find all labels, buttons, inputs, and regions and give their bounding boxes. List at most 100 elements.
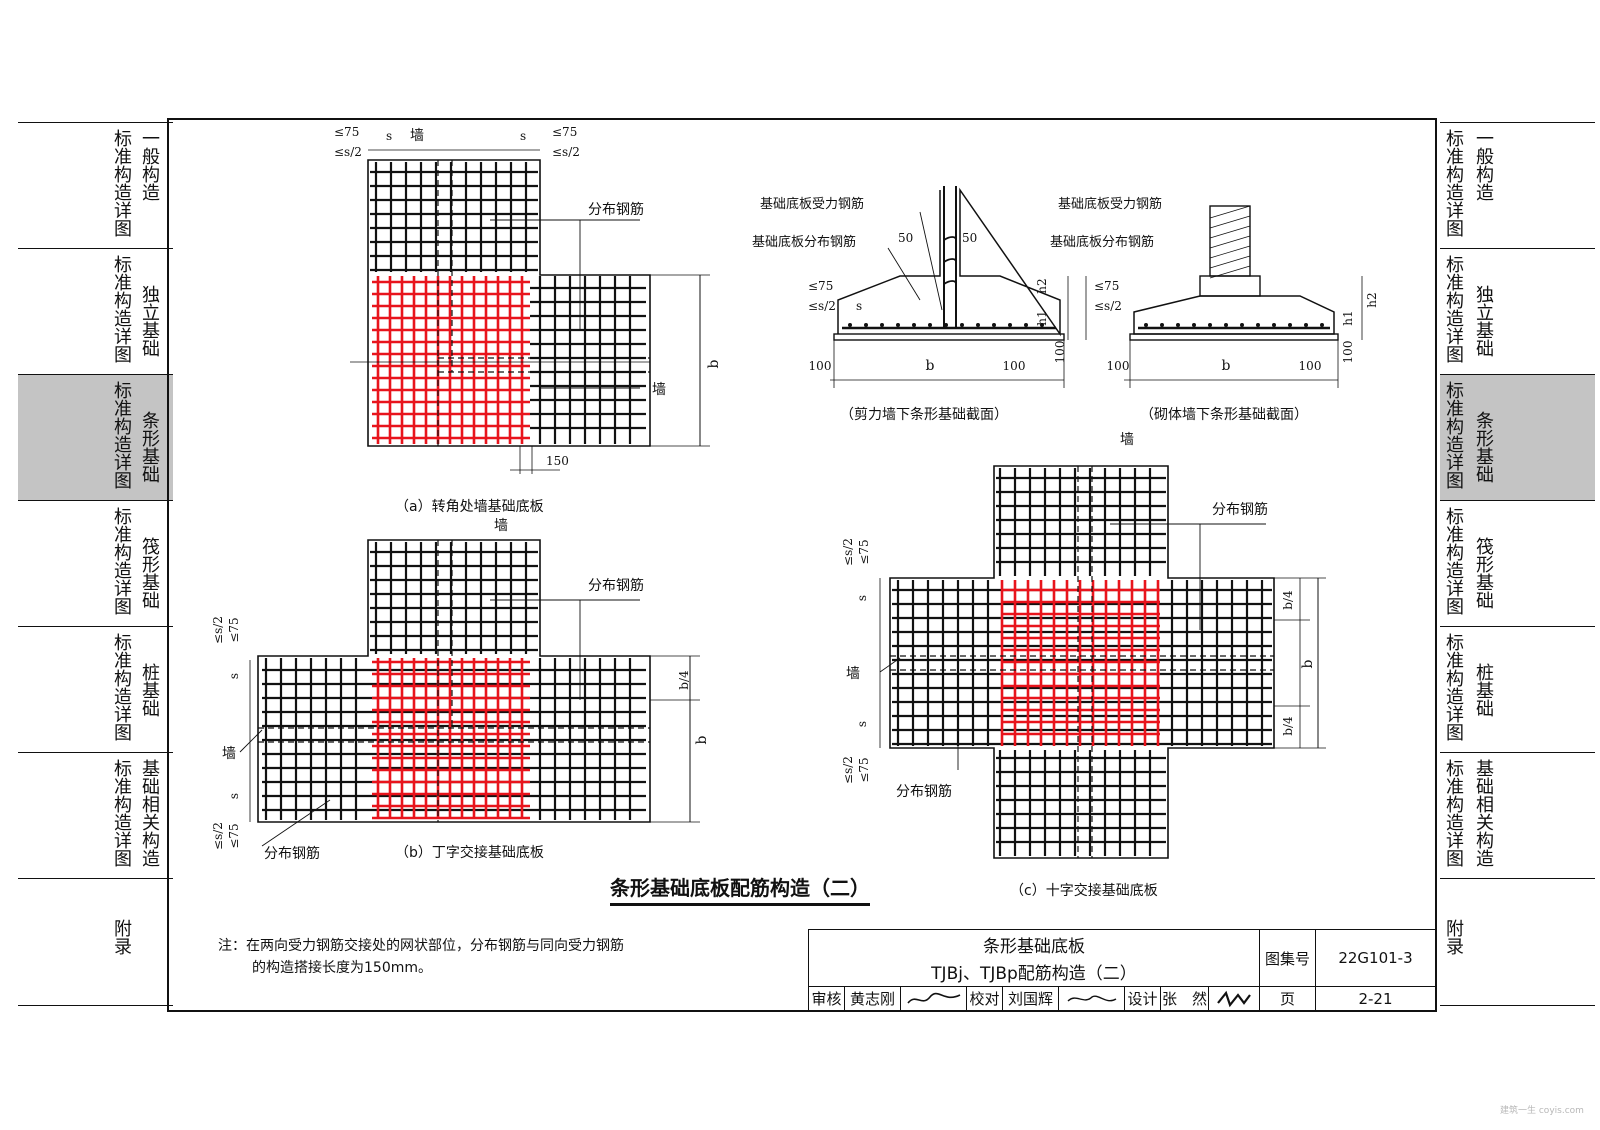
hatch bbox=[1209, 265, 1251, 279]
nav-tab-label: 标准构造详图 bbox=[1443, 507, 1464, 615]
nav-tab-title: 筏形基础 bbox=[1473, 537, 1494, 609]
leader bbox=[879, 657, 901, 673]
nav-tab-label: 标准构造详图 bbox=[111, 129, 132, 237]
leader bbox=[919, 211, 943, 311]
page-label: 页 bbox=[1259, 986, 1315, 1011]
caption-b: （b）丁字交接基础底板 bbox=[395, 845, 544, 861]
nav-tab-related[interactable]: 标准构造详图 基础相关构造 bbox=[1440, 752, 1595, 878]
dim-100: 100 bbox=[1299, 359, 1322, 373]
hatch bbox=[1209, 215, 1251, 229]
nav-tab-pile[interactable]: 标准构造详图 桩基础 bbox=[18, 626, 173, 752]
nav-tab-label: 标准构造详图 bbox=[111, 255, 132, 363]
plan-b-tee bbox=[239, 539, 700, 847]
left-nav: 标准构造详图 一般构造 标准构造详图 独立基础 标准构造详图 条形基础 标准构造… bbox=[18, 122, 173, 1006]
hatch bbox=[1209, 245, 1251, 259]
nav-tab-label: 标准构造详图 bbox=[1443, 759, 1464, 867]
nav-tab-raft[interactable]: 标准构造详图 筏形基础 bbox=[18, 500, 173, 626]
dim-les2: ≤s/2 bbox=[841, 538, 855, 566]
nav-tab-isolated[interactable]: 标准构造详图 独立基础 bbox=[18, 248, 173, 374]
dim-le75: ≤75 bbox=[552, 125, 577, 139]
dim-b4: b/4 bbox=[1281, 716, 1295, 736]
dim-le75: ≤75 bbox=[334, 125, 359, 139]
wall-base bbox=[1199, 275, 1261, 297]
dist-bar-dot bbox=[912, 323, 916, 327]
designer: 张 然 bbox=[1161, 986, 1209, 1011]
atlas-number: 22G101-3 bbox=[1315, 930, 1435, 986]
dim-s: s bbox=[855, 595, 869, 601]
hatch bbox=[1209, 205, 1251, 219]
dist-bar-label: 分布钢筋 bbox=[588, 577, 644, 594]
footing-outline bbox=[837, 187, 1061, 337]
nav-tab-title: 一般构造 bbox=[139, 129, 160, 201]
nav-tab-title: 独立基础 bbox=[139, 285, 160, 357]
dim-les2: ≤s/2 bbox=[1094, 299, 1122, 313]
nav-tab-appendix[interactable]: 附录 bbox=[1440, 878, 1595, 1006]
note: 注：在两向受力钢筋交接处的网状部位，分布钢筋与同向受力钢筋 的构造搭接长度为15… bbox=[218, 935, 624, 979]
dim-le75: ≤75 bbox=[1094, 279, 1119, 293]
dist-bar-dot bbox=[1144, 323, 1148, 327]
dim-100: 100 bbox=[1003, 359, 1026, 373]
dim-s: s bbox=[227, 673, 241, 679]
dist-bar-dot bbox=[960, 323, 964, 327]
nav-tab-isolated[interactable]: 标准构造详图 独立基础 bbox=[1440, 248, 1595, 374]
title-line-1: 条形基础底板 bbox=[983, 936, 1085, 957]
check-label: 校对 bbox=[967, 986, 1003, 1011]
stirrup bbox=[943, 236, 957, 285]
review-label: 审核 bbox=[809, 986, 845, 1011]
nav-tab-strip[interactable]: 标准构造详图 条形基础 bbox=[1440, 374, 1595, 500]
dim-les2: ≤s/2 bbox=[808, 299, 836, 313]
dim-s: s bbox=[855, 721, 869, 727]
dim-le75: ≤75 bbox=[227, 823, 241, 848]
nav-tab-title: 条形基础 bbox=[1473, 411, 1494, 483]
dist-bar-label: 分布钢筋 bbox=[896, 783, 952, 800]
design-label: 设计 bbox=[1125, 986, 1161, 1011]
nav-tab-general[interactable]: 标准构造详图 一般构造 bbox=[18, 122, 173, 248]
caption-a: （a）转角处墙基础底板 bbox=[395, 499, 544, 515]
dim-h1: h1 bbox=[1035, 310, 1049, 325]
cushion-layer bbox=[833, 333, 1065, 341]
wall-label: 墙 bbox=[1120, 432, 1134, 448]
dist-bar-dot bbox=[1024, 323, 1028, 327]
hatch bbox=[1209, 235, 1251, 249]
reviewer: 黄志刚 bbox=[845, 986, 901, 1011]
dim-b: b bbox=[694, 735, 710, 744]
dist-bar-dot bbox=[1288, 323, 1292, 327]
dist-bar-label: 基础底板分布钢筋 bbox=[1050, 234, 1154, 250]
dist-bar-dot bbox=[1320, 323, 1324, 327]
nav-tab-strip[interactable]: 标准构造详图 条形基础 bbox=[18, 374, 173, 500]
nav-tab-label: 标准构造详图 bbox=[1443, 633, 1464, 741]
nav-tab-label: 标准构造详图 bbox=[1443, 129, 1464, 237]
dist-bar-label: 分布钢筋 bbox=[1212, 501, 1268, 518]
nav-tab-raft[interactable]: 标准构造详图 筏形基础 bbox=[1440, 500, 1595, 626]
nav-tab-title: 附录 bbox=[1443, 919, 1464, 955]
nav-tab-title: 条形基础 bbox=[139, 411, 160, 483]
sections bbox=[830, 186, 1363, 388]
nav-tab-title: 基础相关构造 bbox=[1473, 759, 1494, 867]
nav-tab-related[interactable]: 标准构造详图 基础相关构造 bbox=[18, 752, 173, 878]
dist-bar-dot bbox=[992, 323, 996, 327]
plan-c-cross bbox=[879, 465, 1326, 859]
nav-tab-label: 标准构造详图 bbox=[111, 633, 132, 741]
nav-tab-pile[interactable]: 标准构造详图 桩基础 bbox=[1440, 626, 1595, 752]
nav-tab-title: 桩基础 bbox=[139, 663, 160, 717]
note-line-1: 注：在两向受力钢筋交接处的网状部位，分布钢筋与同向受力钢筋 bbox=[218, 938, 624, 954]
title-line-2: TJBj、TJBp配筋构造（二） bbox=[931, 963, 1137, 984]
dim-b4: b/4 bbox=[677, 670, 691, 690]
nav-tab-general[interactable]: 标准构造详图 一般构造 bbox=[1440, 122, 1595, 248]
dim-100: 100 bbox=[809, 359, 832, 373]
dist-bar-dot bbox=[880, 323, 884, 327]
masonry-wall bbox=[1209, 205, 1251, 277]
dim-h2: h2 bbox=[1035, 278, 1049, 293]
nav-tab-appendix[interactable]: 附录 bbox=[18, 878, 173, 1006]
dim-100: 100 bbox=[1341, 341, 1355, 364]
dim-b: b bbox=[1300, 659, 1316, 668]
signature-mark bbox=[906, 992, 960, 1004]
dim-100: 100 bbox=[1107, 359, 1130, 373]
nav-tab-title: 基础相关构造 bbox=[139, 759, 160, 867]
dist-bar-label: 基础底板分布钢筋 bbox=[752, 234, 856, 250]
dim-le75: ≤75 bbox=[808, 279, 833, 293]
nav-tab-label: 标准构造详图 bbox=[1443, 255, 1464, 363]
nav-tab-label: 标准构造详图 bbox=[1443, 381, 1464, 489]
wall-label: 墙 bbox=[652, 382, 666, 398]
